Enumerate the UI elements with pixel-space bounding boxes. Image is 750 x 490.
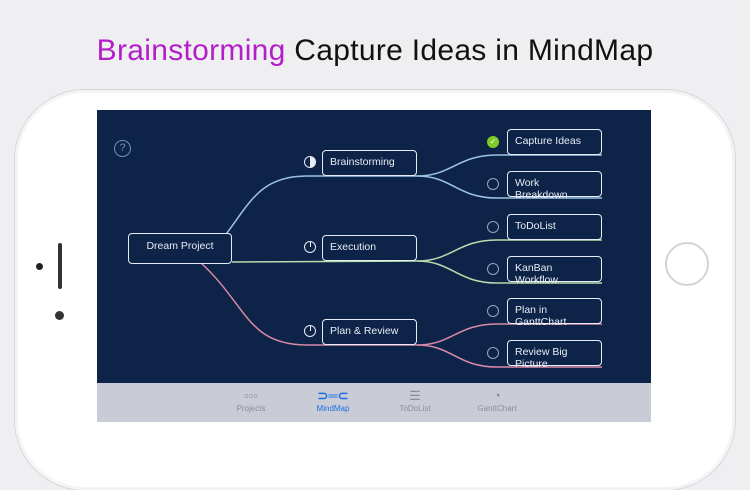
headline: Brainstorming Capture Ideas in MindMap <box>0 34 750 68</box>
tab-bar: ▫▫▫Projects ⊃═⊂MindMap ☰ToDoList ◔GanttC… <box>97 383 651 422</box>
line-breakdown <box>416 175 602 199</box>
progress-start-icon <box>304 325 316 337</box>
tab-mindmap[interactable]: ⊃═⊂MindMap <box>293 387 373 413</box>
child-node[interactable]: Capture Ideas <box>507 129 602 155</box>
branch-node[interactable]: Plan & Review <box>322 319 417 345</box>
mindmap-screen: ? Dream Project Brainstorming Execution … <box>97 110 651 422</box>
tab-label: Projects <box>236 404 266 413</box>
child-node[interactable]: Work Breakdown <box>507 171 602 201</box>
progress-half-icon <box>304 156 316 168</box>
home-button[interactable] <box>665 242 709 286</box>
list-icon: ☰ <box>409 388 421 403</box>
grid-icon: ▫▫▫ <box>244 388 258 403</box>
branch-node[interactable]: Execution <box>322 235 417 261</box>
line-plan <box>200 262 417 346</box>
tab-todolist[interactable]: ☰ToDoList <box>375 387 455 413</box>
checkbox-icon[interactable] <box>487 178 499 190</box>
child-node[interactable]: KanBan Workflow <box>507 256 602 286</box>
headline-accent: Brainstorming <box>96 34 286 67</box>
checkbox-icon[interactable] <box>487 263 499 275</box>
tab-label: ToDoList <box>399 404 431 413</box>
child-node[interactable]: Review Big Picture <box>507 340 602 370</box>
checkbox-icon[interactable] <box>487 347 499 359</box>
line-todolist <box>416 239 602 262</box>
checkbox-icon[interactable] <box>487 305 499 317</box>
tab-ganttchart[interactable]: ◔GanttChart <box>457 387 537 413</box>
pie-icon: ◔ <box>493 388 501 403</box>
line-capture <box>416 154 602 177</box>
sensor-icon <box>36 263 43 270</box>
headline-text: Capture Ideas in MindMap <box>285 34 654 67</box>
branch-node[interactable]: Brainstorming <box>322 150 417 176</box>
help-icon[interactable]: ? <box>114 140 131 157</box>
child-node[interactable]: Plan in GanttChart <box>507 298 602 328</box>
tab-label: GanttChart <box>477 404 517 413</box>
tab-projects[interactable]: ▫▫▫Projects <box>211 387 291 413</box>
progress-start-icon <box>304 241 316 253</box>
mindmap-icon: ⊃═⊂ <box>317 388 349 403</box>
checkbox-done-icon[interactable]: ✓ <box>487 136 499 148</box>
camera-icon <box>55 311 64 320</box>
speaker-icon <box>58 243 62 289</box>
root-node[interactable]: Dream Project <box>128 233 232 264</box>
line-review <box>416 344 602 368</box>
tab-label: MindMap <box>316 404 350 413</box>
line-kanban <box>416 260 602 284</box>
checkbox-icon[interactable] <box>487 221 499 233</box>
line-gantt <box>416 323 602 346</box>
line-execution <box>231 260 418 263</box>
child-node[interactable]: ToDoList <box>507 214 602 240</box>
